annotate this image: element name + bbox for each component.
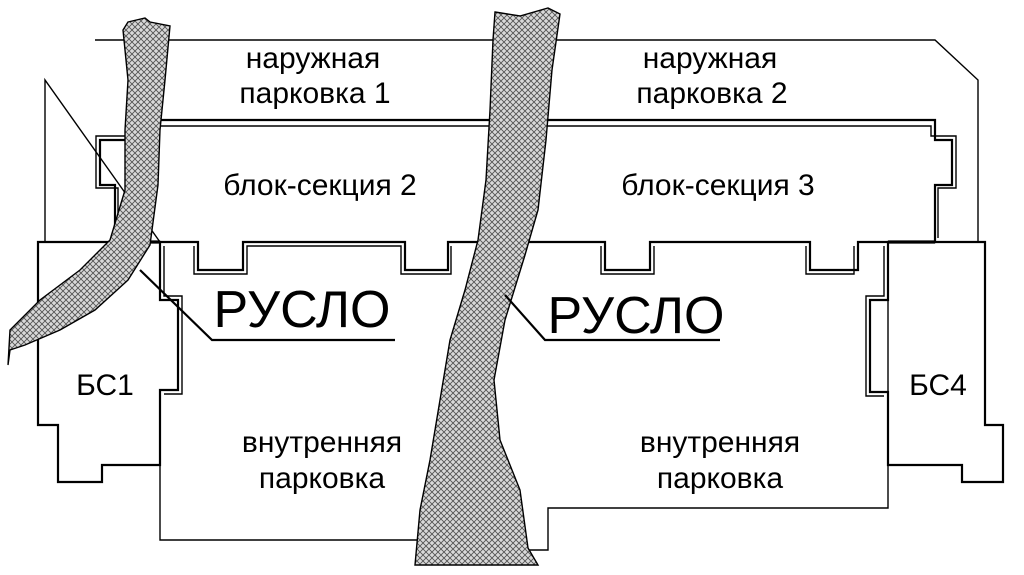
indoor-parking-left-label: внутренняя xyxy=(242,426,402,459)
riverbed-right xyxy=(414,7,561,566)
indoor-parking-inner xyxy=(163,246,183,395)
outdoor-parking-1-label: наружная xyxy=(246,42,381,75)
block-section-3-label: блок-секция 3 xyxy=(621,169,815,202)
bs1-label: БС1 xyxy=(76,369,134,402)
indoor-parking-right-label: внутренняя xyxy=(640,426,800,459)
outdoor-parking-2-label: наружная xyxy=(643,42,778,75)
indoor-parking-right-label-2: парковка xyxy=(657,462,783,495)
riverbed-right-leader xyxy=(504,294,720,342)
outdoor-parking-1-label-2: парковка 1 xyxy=(239,77,390,110)
riverbed-left xyxy=(7,17,171,366)
block-section-3-outline xyxy=(525,118,954,272)
block-section-2-label: блок-секция 2 xyxy=(223,169,417,202)
bs4-label: БС4 xyxy=(909,369,967,402)
bs4-outline xyxy=(868,240,1005,484)
indoor-parking-left-label-2: парковка xyxy=(259,462,385,495)
bs1-outline xyxy=(36,240,180,484)
riverbed-right-label: РУСЛО xyxy=(548,287,725,345)
riverbed-left-label: РУСЛО xyxy=(214,281,391,339)
bs4-inner xyxy=(865,246,885,397)
outdoor-parking-2-label-2: парковка 2 xyxy=(636,77,787,110)
riverbed-left-leader xyxy=(139,269,395,342)
block-section-3-inner xyxy=(528,125,957,275)
